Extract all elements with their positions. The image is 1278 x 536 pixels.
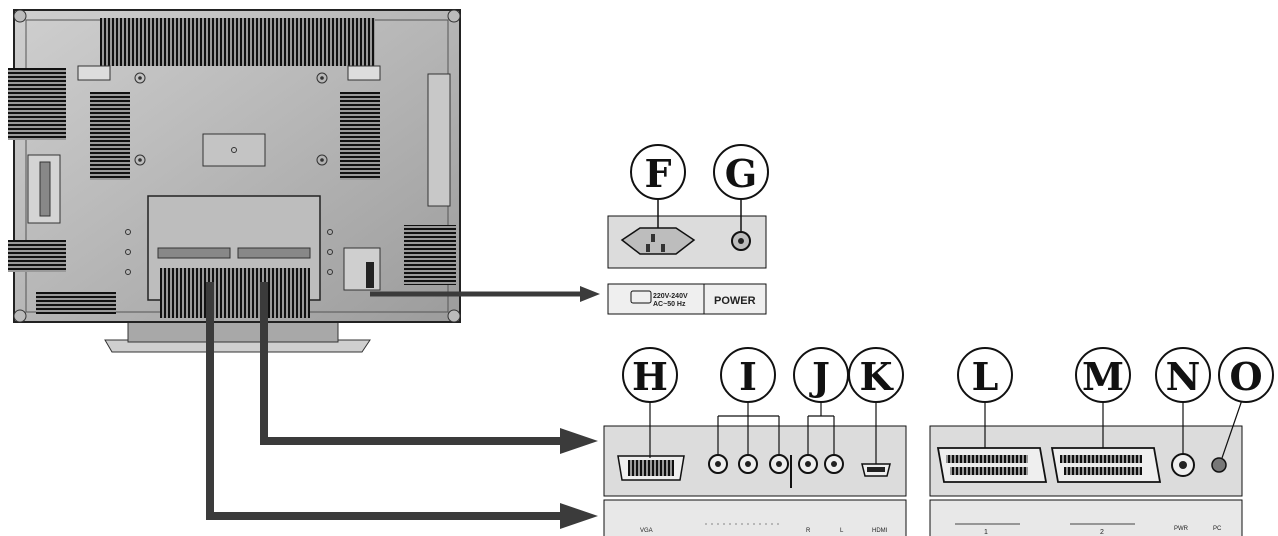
right-vent-lower [404, 225, 456, 285]
power-label: POWER [714, 295, 756, 307]
right-side-cover [427, 73, 451, 207]
callout-h: H [622, 347, 678, 403]
left-vent-mid [90, 92, 130, 180]
av-panel-left: VGA R L HDMI [603, 402, 907, 536]
power-socket-housing [343, 247, 381, 291]
center-plate [202, 133, 266, 167]
power-spec-line1: 220V-240V [653, 293, 688, 300]
power-label-strip [607, 283, 767, 315]
audio-label-r: R [806, 528, 811, 534]
arrow-av-upper [260, 282, 570, 445]
av-panel-left-labels [603, 499, 907, 536]
callout-i: I [720, 347, 776, 403]
callout-n: N [1155, 347, 1211, 403]
hdmi-label: HDMI [872, 528, 888, 534]
av-panel-right-labels [929, 499, 1243, 536]
callout-j: J [793, 347, 849, 403]
svg-text:J: J [809, 354, 830, 399]
scart-port-2 [1050, 447, 1162, 483]
connection-arrows [206, 282, 600, 529]
svg-text:I: I [739, 354, 757, 399]
svg-text:F: F [645, 151, 672, 196]
svg-text:O: O [1229, 354, 1262, 399]
audio-label-l: L [840, 528, 844, 534]
left-handle [77, 65, 111, 81]
scart-port-1 [936, 447, 1048, 483]
connector-vents [160, 268, 310, 298]
svg-text:H: H [632, 354, 668, 399]
callout-o: O [1218, 347, 1274, 403]
callout-labels: F G H I J K L M [622, 144, 1274, 403]
tv-rear-view [8, 9, 461, 353]
power-spec-line2: AC~50 Hz [653, 301, 686, 308]
callout-f: F [630, 144, 686, 200]
svg-text:N: N [1166, 354, 1201, 399]
vga-label: VGA [640, 528, 653, 534]
callout-m: M [1075, 347, 1131, 403]
av-panel-right: 1 2 PWR PC [929, 399, 1243, 536]
pc-label: PC [1213, 526, 1222, 532]
ac-inlet [620, 227, 696, 255]
svg-text:M: M [1082, 354, 1124, 399]
svg-text:G: G [725, 151, 757, 196]
power-panel: 220V-240V AC~50 Hz POWER [607, 198, 767, 315]
arrow-av-lower [206, 282, 570, 520]
callout-k: K [848, 347, 904, 403]
callout-g: G [713, 144, 769, 200]
top-vent [100, 18, 375, 66]
left-vent-lower [8, 240, 66, 272]
svg-text:K: K [859, 354, 894, 399]
bottom-vent [36, 292, 116, 314]
scart1-label: 1 [984, 529, 988, 536]
left-vent-upper [8, 68, 66, 140]
right-vent-mid [340, 92, 380, 180]
right-handle [347, 65, 381, 81]
svg-text:L: L [972, 354, 999, 399]
callout-l: L [957, 347, 1013, 403]
power-jack-label: PWR [1174, 526, 1189, 532]
scart2-label: 2 [1100, 529, 1104, 536]
pc-audio-port [1211, 457, 1227, 473]
